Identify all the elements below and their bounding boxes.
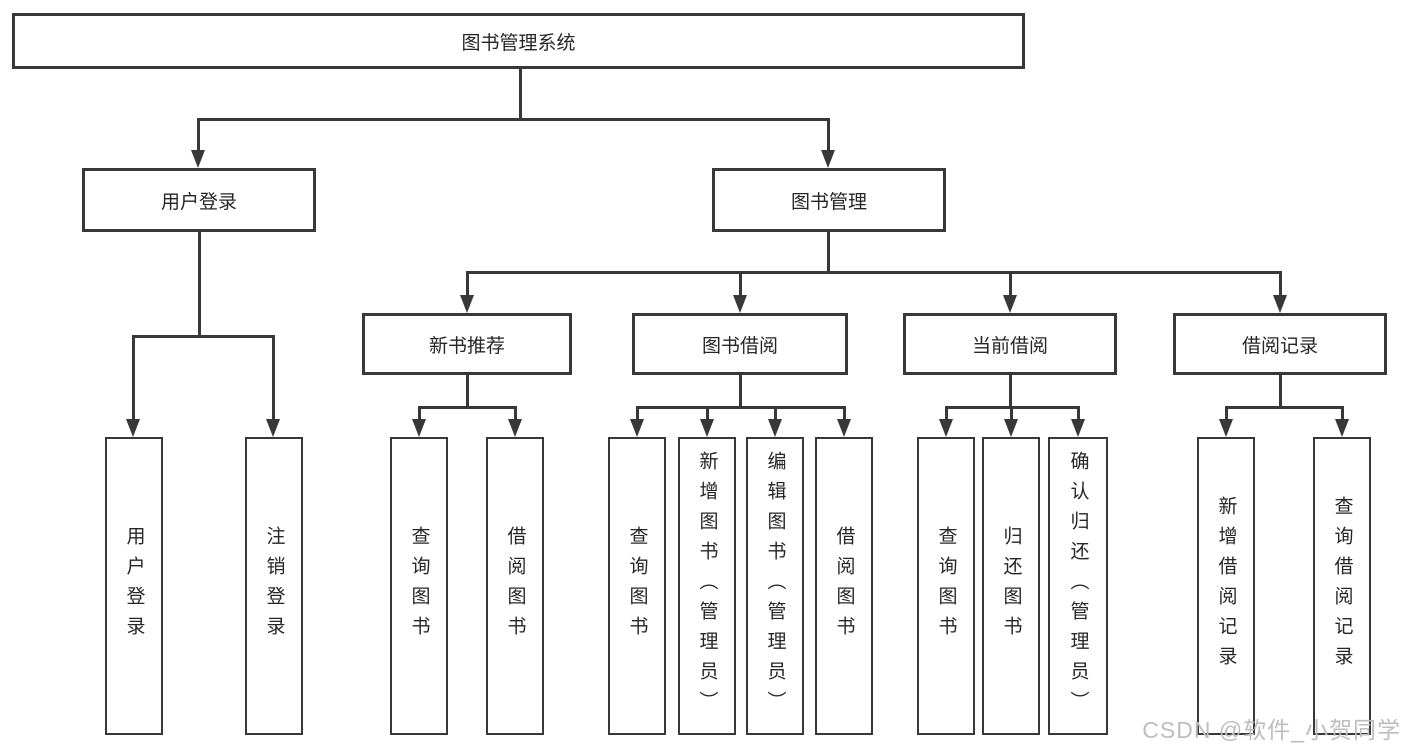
connector-drop-bb-add — [705, 406, 709, 421]
connector-drop-nr-query — [417, 406, 421, 421]
node-new-book-recommend-label: 新书推荐 — [428, 335, 505, 357]
connector-drop-new-book-rec — [465, 271, 469, 297]
leaf-nr-borrow-books-label: 借阅图书 — [504, 526, 526, 646]
connector-borrowing-records-stem — [1278, 375, 1282, 406]
connector-drop-br-query — [1340, 406, 1344, 421]
node-current-borrowing: 当前借阅 — [903, 313, 1117, 375]
node-book-management: 图书管理 — [712, 168, 946, 232]
connector-current-borrowing-stem — [1008, 375, 1012, 406]
leaf-cb-confirm-return-admin: 确认归还（管理员） — [1048, 437, 1108, 735]
connector-user-login-split — [131, 335, 275, 338]
leaf-bb-edit-books-admin: 编辑图书（管理员） — [746, 437, 804, 735]
node-borrowing-records: 借阅记录 — [1173, 313, 1387, 375]
leaf-br-add-borrow-record-label: 新增借阅记录 — [1215, 496, 1237, 676]
leaf-cb-query-books: 查询图书 — [917, 437, 975, 735]
connector-root-split — [196, 118, 830, 121]
leaf-cb-query-books-label: 查询图书 — [935, 526, 957, 646]
connector-drop-user-login — [196, 118, 200, 152]
node-borrowing-records-label: 借阅记录 — [1241, 335, 1318, 357]
connector-root-stem — [518, 69, 522, 118]
connector-borrowing-records-split — [1224, 406, 1344, 409]
arrowhead-book-mgmt — [821, 150, 835, 168]
leaf-br-add-borrow-record: 新增借阅记录 — [1197, 437, 1255, 735]
leaf-bb-add-books-admin: 新增图书（管理员） — [678, 437, 736, 735]
leaf-cb-return-books-label: 归还图书 — [1000, 526, 1022, 646]
connector-drop-leaf-logout — [271, 335, 275, 421]
leaf-user-login-label: 用户登录 — [123, 526, 145, 646]
node-book-borrowing: 图书借阅 — [632, 313, 848, 375]
arrowhead-cb-confirm — [1071, 419, 1085, 437]
arrowhead-bb-query — [630, 419, 644, 437]
connector-drop-bb-edit — [773, 406, 777, 421]
arrowhead-cb-return — [1004, 419, 1018, 437]
leaf-nr-query-books: 查询图书 — [390, 437, 448, 735]
connector-book-borrowing-split — [635, 406, 846, 409]
connector-drop-book-mgmt — [826, 118, 830, 152]
leaf-logout-login: 注销登录 — [245, 437, 303, 735]
connector-drop-cb-confirm — [1076, 406, 1080, 421]
connector-user-login-stem — [197, 232, 201, 335]
csdn-watermark: CSDN @软件_小贺同学 — [1142, 717, 1401, 743]
node-book-borrowing-label: 图书借阅 — [701, 335, 778, 357]
connector-drop-bb-borrow — [842, 406, 846, 421]
arrowhead-borrow-record — [1273, 295, 1287, 313]
arrowhead-cb-query — [939, 419, 953, 437]
connector-drop-bb-query — [635, 406, 639, 421]
leaf-cb-return-books: 归还图书 — [982, 437, 1040, 735]
node-user-login-label: 用户登录 — [160, 191, 237, 213]
arrowhead-nr-query — [412, 419, 426, 437]
arrowhead-br-query — [1335, 419, 1349, 437]
node-library-management-system-label: 图书管理系统 — [461, 32, 576, 54]
connector-drop-borrow-record — [1278, 271, 1282, 297]
arrowhead-nr-borrow — [508, 419, 522, 437]
node-user-login: 用户登录 — [82, 168, 316, 232]
leaf-logout-login-label: 注销登录 — [263, 526, 285, 646]
leaf-bb-borrow-books: 借阅图书 — [815, 437, 873, 735]
node-library-management-system: 图书管理系统 — [12, 13, 1025, 69]
leaf-bb-query-books-label: 查询图书 — [626, 526, 648, 646]
connector-drop-cb-query — [944, 406, 948, 421]
connector-drop-br-add — [1224, 406, 1228, 421]
arrowhead-user-login — [191, 150, 205, 168]
leaf-bb-borrow-books-label: 借阅图书 — [833, 526, 855, 646]
arrowhead-book-borrow — [733, 295, 747, 313]
connector-drop-leaf-user-login — [131, 335, 135, 421]
leaf-bb-query-books: 查询图书 — [608, 437, 666, 735]
leaf-br-query-borrow-record-label: 查询借阅记录 — [1331, 496, 1353, 676]
arrowhead-leaf-user-login — [126, 419, 140, 437]
leaf-nr-query-books-label: 查询图书 — [408, 526, 430, 646]
arrowhead-bb-add — [700, 419, 714, 437]
connector-book-mgmt-stem — [826, 232, 830, 271]
arrowhead-bb-borrow — [837, 419, 851, 437]
connector-drop-nr-borrow — [513, 406, 517, 421]
connector-book-mgmt-split — [465, 271, 1282, 274]
arrowhead-current-borrow — [1003, 295, 1017, 313]
node-book-management-label: 图书管理 — [790, 191, 867, 213]
arrowhead-leaf-logout — [266, 419, 280, 437]
arrowhead-bb-edit — [768, 419, 782, 437]
leaf-br-query-borrow-record: 查询借阅记录 — [1313, 437, 1371, 735]
leaf-bb-add-books-admin-label: 新增图书（管理员） — [696, 451, 718, 721]
leaf-nr-borrow-books: 借阅图书 — [486, 437, 544, 735]
connector-drop-current-borrow — [1008, 271, 1012, 297]
leaf-bb-edit-books-admin-label: 编辑图书（管理员） — [764, 451, 786, 721]
connector-drop-book-borrow — [738, 271, 742, 297]
connector-new-book-rec-stem — [465, 375, 469, 406]
leaf-user-login: 用户登录 — [105, 437, 163, 735]
node-current-borrowing-label: 当前借阅 — [971, 335, 1048, 357]
arrowhead-new-book-rec — [460, 295, 474, 313]
leaf-cb-confirm-return-admin-label: 确认归还（管理员） — [1067, 451, 1089, 721]
connector-new-book-rec-split — [417, 406, 517, 409]
connector-drop-cb-return — [1009, 406, 1013, 421]
node-new-book-recommend: 新书推荐 — [362, 313, 572, 375]
arrowhead-br-add — [1219, 419, 1233, 437]
connector-book-borrowing-stem — [738, 375, 742, 406]
